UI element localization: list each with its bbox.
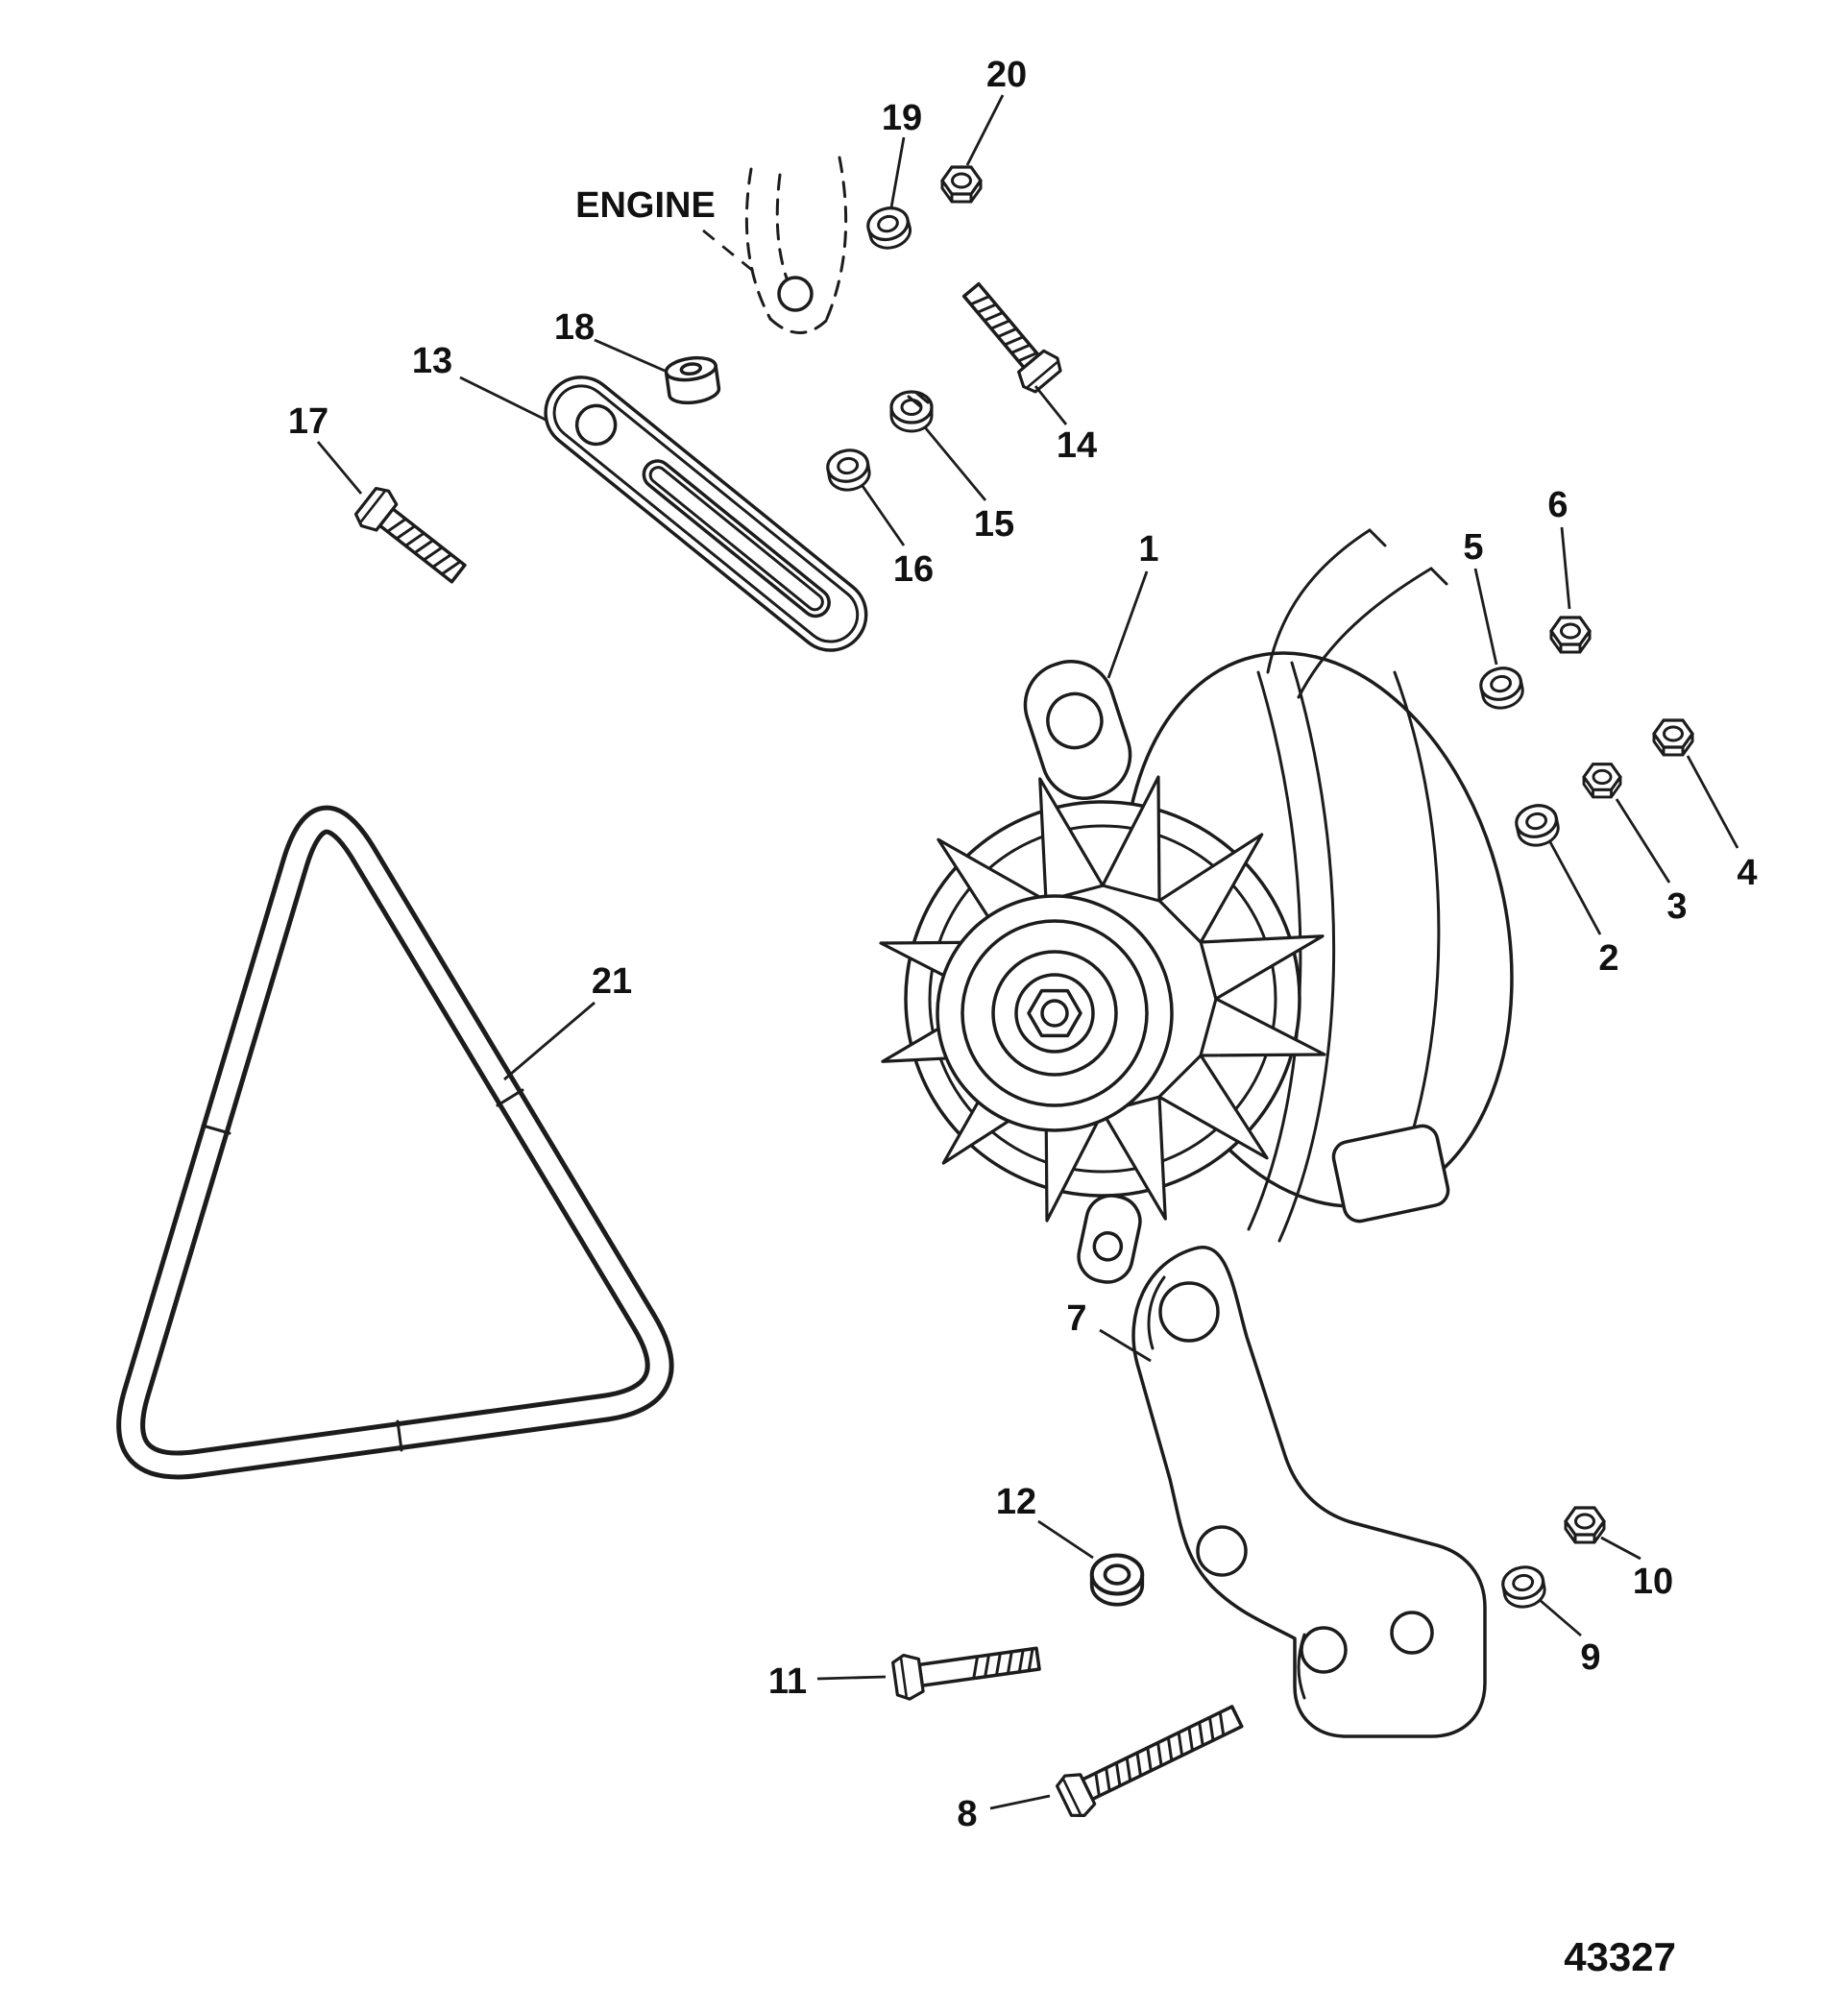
leader-line-18 xyxy=(594,338,666,373)
engine-bracket-outline xyxy=(744,156,848,334)
callout-7-label: 7 xyxy=(1066,1298,1086,1339)
leader-line-1 xyxy=(1106,570,1149,679)
leader-line-13 xyxy=(459,376,548,423)
nut-4 xyxy=(1652,718,1694,757)
callout-11-label: 11 xyxy=(768,1661,807,1702)
callout-6-label: 6 xyxy=(1547,485,1568,525)
leader-line-21 xyxy=(503,1001,596,1081)
voltage-regulator xyxy=(1331,1124,1450,1224)
leader-line-17 xyxy=(316,441,363,495)
leader-line-7 xyxy=(1099,1328,1152,1363)
bolt-8 xyxy=(1053,1705,1244,1823)
bolt-11 xyxy=(890,1646,1041,1703)
leader-line-15 xyxy=(923,426,987,501)
leader-line-8 xyxy=(989,1794,1051,1810)
callout-18-label: 18 xyxy=(554,307,595,348)
adjustment-bracket xyxy=(544,376,868,652)
washer-9 xyxy=(1498,1563,1549,1612)
callout-5-label: 5 xyxy=(1463,527,1483,568)
callout-13-label: 13 xyxy=(412,341,452,381)
leader-line-10 xyxy=(1600,1536,1641,1561)
bolt-17 xyxy=(351,482,467,584)
leader-line-11 xyxy=(816,1675,887,1681)
washer-2 xyxy=(1512,800,1563,851)
washer-19 xyxy=(863,202,915,255)
callout-labels: 1 2 3 4 5 6 7 8 9 10 11 12 13 14 15 16 1… xyxy=(288,55,1758,1834)
upper-mounting-ear xyxy=(1023,660,1132,800)
bracket-slot xyxy=(642,459,831,618)
washer-5 xyxy=(1476,663,1527,714)
callout-14-label: 14 xyxy=(1057,425,1097,466)
callout-10-label: 10 xyxy=(1633,1562,1673,1602)
drawing-number: 43327 xyxy=(1564,1934,1676,1979)
engine-label: ENGINE xyxy=(575,185,716,226)
callout-4-label: 4 xyxy=(1737,853,1757,893)
callout-9-label: 9 xyxy=(1580,1637,1600,1678)
leader-line-4 xyxy=(1686,755,1739,849)
callout-16-label: 16 xyxy=(893,549,934,590)
mounting-bracket xyxy=(1131,1246,1487,1738)
leader-line-3 xyxy=(1615,798,1671,884)
callout-19-label: 19 xyxy=(882,98,922,138)
leader-line-2 xyxy=(1547,839,1602,935)
leader-line-16 xyxy=(861,485,906,546)
callout-8-label: 8 xyxy=(957,1794,977,1834)
callout-21-label: 21 xyxy=(592,961,632,1002)
callout-2-label: 2 xyxy=(1598,938,1618,979)
engine-bracket-hole xyxy=(777,276,814,312)
callout-15-label: 15 xyxy=(974,504,1014,545)
leader-line-5 xyxy=(1473,568,1498,666)
pulley xyxy=(936,894,1174,1132)
callout-17-label: 17 xyxy=(288,401,328,442)
callout-12-label: 12 xyxy=(996,1482,1036,1522)
v-belt xyxy=(116,805,674,1480)
washer-12 xyxy=(1089,1553,1145,1607)
lock-washer-15 xyxy=(889,390,934,433)
callout-20-label: 20 xyxy=(986,55,1027,95)
callout-1-label: 1 xyxy=(1138,529,1158,570)
leader-line-engine xyxy=(702,229,754,273)
leader-line-12 xyxy=(1037,1519,1094,1560)
nut-6 xyxy=(1549,616,1592,654)
leader-line-9 xyxy=(1539,1598,1582,1637)
alternator xyxy=(879,528,1514,1284)
lower-mounting-ear xyxy=(1077,1194,1142,1284)
spacer-bushing xyxy=(664,355,721,405)
washer-16 xyxy=(823,446,874,495)
nut-10 xyxy=(1564,1506,1606,1544)
leader-line-14 xyxy=(1033,385,1068,425)
leader-line-19 xyxy=(889,136,906,208)
stud-14 xyxy=(961,281,1067,398)
callout-3-label: 3 xyxy=(1666,886,1687,927)
leader-lines xyxy=(316,94,1739,1810)
nut-3 xyxy=(1582,763,1622,799)
alternator-wires xyxy=(1266,528,1448,699)
leader-line-6 xyxy=(1560,526,1571,610)
leader-line-20 xyxy=(965,94,1005,166)
nut-20 xyxy=(940,165,983,204)
